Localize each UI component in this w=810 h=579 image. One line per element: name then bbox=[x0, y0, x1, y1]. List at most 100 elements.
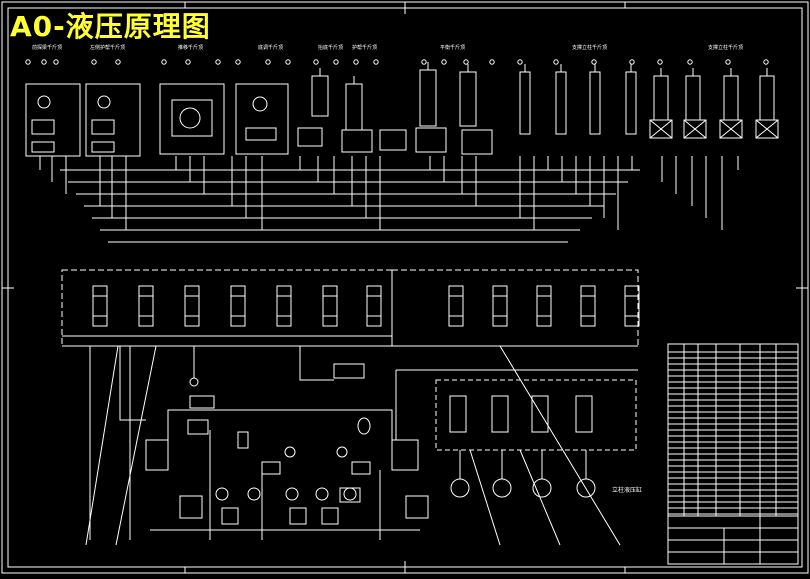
callout-balloon bbox=[115, 59, 121, 65]
pump-symbol bbox=[285, 487, 299, 501]
relief-valve bbox=[187, 419, 209, 435]
callout-balloon bbox=[591, 59, 597, 65]
pump-symbol bbox=[215, 487, 229, 501]
callout-balloon bbox=[725, 59, 731, 65]
valve-block bbox=[235, 83, 289, 155]
callout-balloon bbox=[53, 59, 59, 65]
top-label: 抬底千斤顶 bbox=[318, 44, 343, 51]
callout-balloon bbox=[421, 59, 427, 65]
directional-valve bbox=[449, 395, 467, 433]
valve-symbol bbox=[171, 99, 213, 137]
callout-balloon bbox=[373, 59, 379, 65]
directional-valve bbox=[491, 395, 509, 433]
hydraulic-lock bbox=[683, 119, 707, 139]
callout-balloon bbox=[285, 59, 291, 65]
callout-balloon bbox=[41, 59, 47, 65]
gauge-symbol bbox=[336, 446, 348, 458]
top-label: 护帮千斤顶 bbox=[352, 44, 377, 51]
control-valve bbox=[341, 129, 373, 153]
directional-valve bbox=[531, 395, 549, 433]
top-label: 平衡千斤顶 bbox=[440, 44, 465, 51]
callout-balloon bbox=[313, 59, 319, 65]
manifold-outline bbox=[61, 269, 393, 347]
callout-balloon bbox=[441, 59, 447, 65]
top-label: 支撑立柱千斤顶 bbox=[572, 44, 607, 51]
filter-symbol bbox=[145, 439, 169, 471]
hydraulic-lock bbox=[719, 119, 743, 139]
directional-valve bbox=[575, 395, 593, 433]
directional-valve bbox=[624, 285, 640, 327]
top-label: 左侧护帮千斤顶 bbox=[90, 44, 125, 51]
pump-symbol bbox=[315, 487, 329, 501]
valve-block bbox=[159, 83, 225, 155]
callout-balloon bbox=[763, 59, 769, 65]
callout-balloon bbox=[463, 59, 469, 65]
leader-line bbox=[519, 449, 561, 546]
accumulator bbox=[357, 417, 371, 435]
hydraulic-lock bbox=[649, 119, 673, 139]
manifold-outline bbox=[391, 269, 639, 347]
callout-balloon bbox=[489, 59, 495, 65]
valve-cross bbox=[649, 119, 673, 139]
gauge-symbol bbox=[189, 377, 199, 387]
valve-block bbox=[25, 83, 81, 157]
directional-valve bbox=[492, 285, 508, 327]
directional-valve bbox=[276, 285, 292, 327]
gauge-symbol bbox=[37, 95, 51, 109]
tank-symbol bbox=[405, 495, 429, 519]
directional-valve bbox=[138, 285, 154, 327]
motor-symbol bbox=[576, 478, 596, 498]
directional-valve bbox=[366, 285, 382, 327]
directional-valve bbox=[448, 285, 464, 327]
control-valve bbox=[415, 127, 447, 153]
callout-balloon bbox=[185, 59, 191, 65]
directional-valve bbox=[184, 285, 200, 327]
check-valve bbox=[31, 119, 55, 135]
callout-balloon bbox=[553, 59, 559, 65]
valve-symbol bbox=[31, 141, 55, 153]
callout-balloon bbox=[629, 59, 635, 65]
filter-symbol bbox=[321, 507, 339, 525]
leader-line bbox=[85, 345, 119, 546]
leader-line bbox=[469, 449, 501, 546]
valve-cross bbox=[683, 119, 707, 139]
unloading-valve bbox=[333, 363, 365, 379]
top-label: 推移千斤顶 bbox=[178, 44, 203, 51]
top-label: 底调千斤顶 bbox=[258, 44, 283, 51]
tank-symbol bbox=[179, 495, 203, 519]
directional-valve bbox=[322, 285, 338, 327]
relief-valve bbox=[189, 395, 215, 409]
valve-block bbox=[85, 83, 141, 157]
callout-balloon bbox=[517, 59, 523, 65]
callout-balloon bbox=[333, 59, 339, 65]
relief-valve bbox=[261, 461, 281, 475]
gauge-symbol bbox=[97, 95, 111, 109]
leader-line bbox=[115, 345, 157, 546]
top-label: 支撑立柱千斤顶 bbox=[708, 44, 743, 51]
pipe-line bbox=[119, 346, 146, 421]
callout-balloon bbox=[265, 59, 271, 65]
valve-cross bbox=[755, 119, 779, 139]
relief-valve bbox=[351, 461, 371, 475]
callout-balloon bbox=[687, 59, 693, 65]
hydraulic-lock bbox=[755, 119, 779, 139]
valve-symbol bbox=[91, 141, 115, 153]
leader-line bbox=[499, 345, 621, 546]
callout-balloon bbox=[215, 59, 221, 65]
valve-cross bbox=[719, 119, 743, 139]
side-label: 立柱液压缸 bbox=[612, 486, 642, 494]
motor-symbol bbox=[179, 107, 201, 129]
callout-balloon bbox=[91, 59, 97, 65]
filter-symbol bbox=[221, 507, 239, 525]
check-valve bbox=[91, 119, 115, 135]
motor-symbol bbox=[532, 478, 552, 498]
pump-symbol bbox=[247, 487, 261, 501]
callout-balloon bbox=[657, 59, 663, 65]
pipe-line bbox=[167, 409, 393, 440]
control-valve bbox=[297, 127, 323, 147]
directional-valve bbox=[92, 285, 108, 327]
top-label: 前探梁千斤顶 bbox=[32, 44, 62, 51]
motor-symbol bbox=[450, 478, 470, 498]
